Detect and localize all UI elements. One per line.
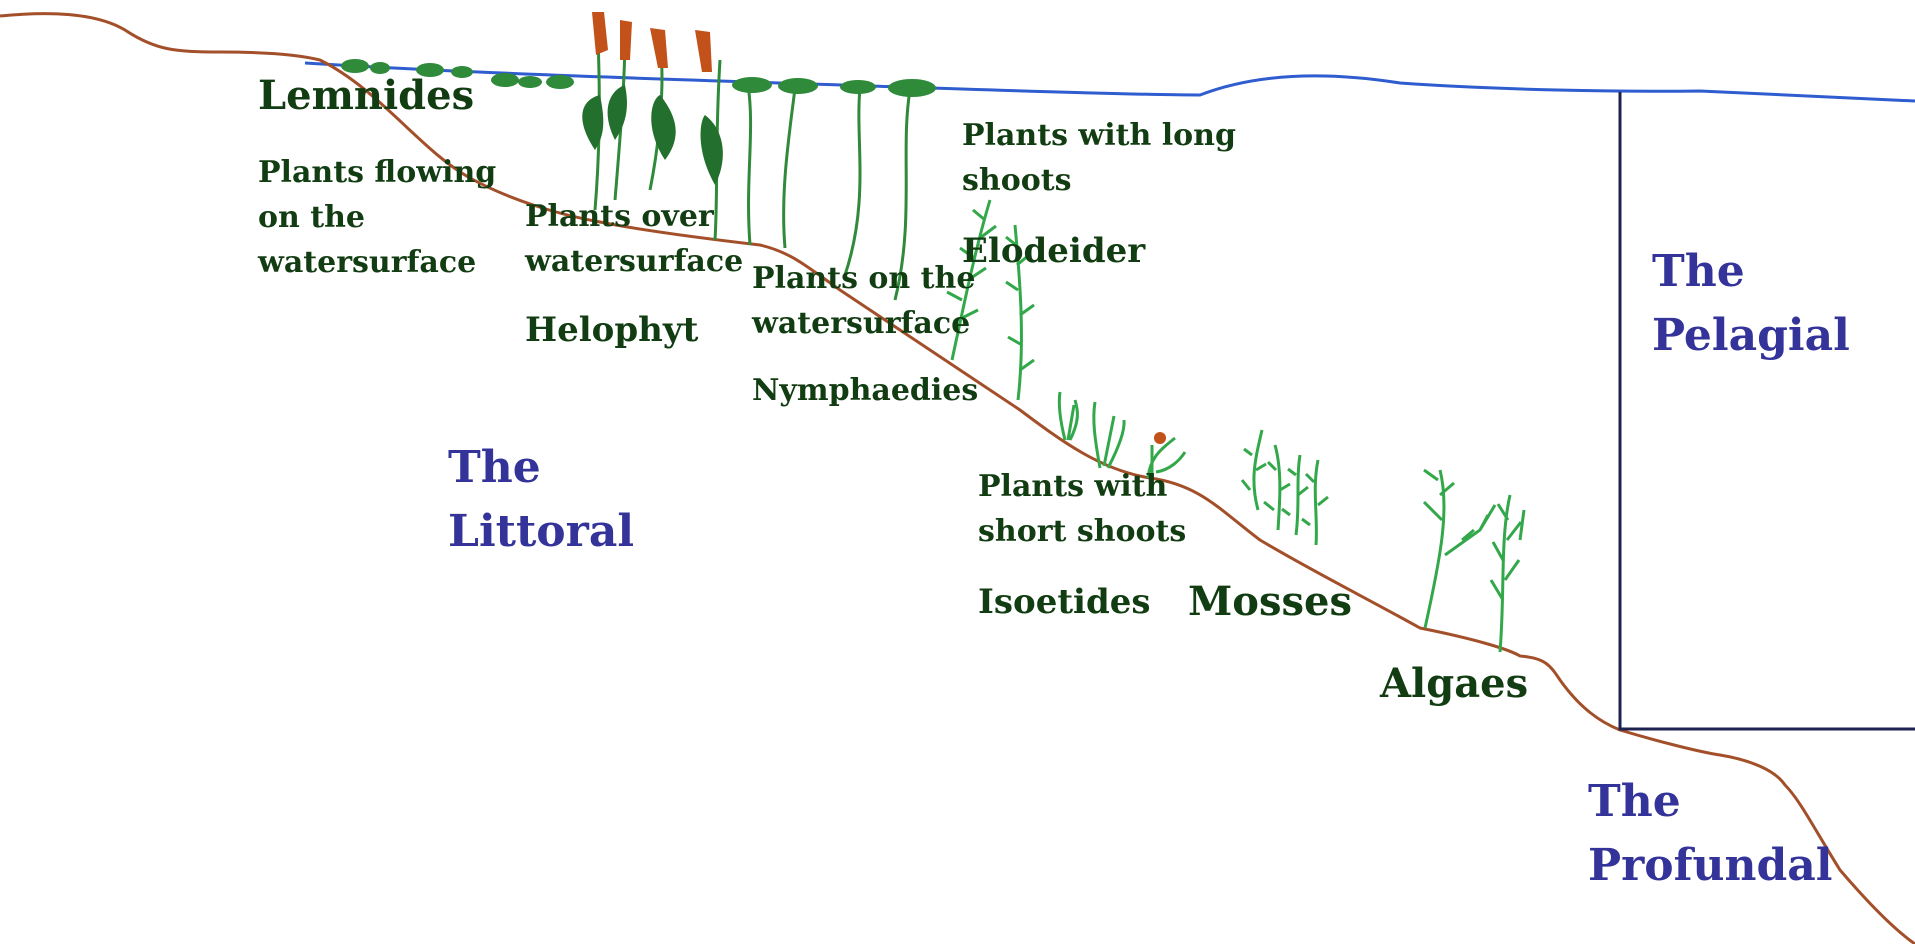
- water-lily-pad: [732, 77, 772, 93]
- pelagial-boundary-line: [1620, 92, 1915, 729]
- algae-plants: [1424, 470, 1524, 652]
- zone-label-line: Pelagial: [1652, 304, 1850, 368]
- zone-littoral-label: The Littoral: [448, 436, 634, 564]
- emergent-leaf: [608, 85, 627, 140]
- algaes-title: Algaes: [1380, 660, 1528, 707]
- zone-label-line: The: [448, 436, 634, 500]
- emergent-leaf: [651, 95, 675, 160]
- floating-leaf: [518, 76, 542, 88]
- description-line: watersurface: [752, 301, 975, 346]
- water-lily-pad: [888, 79, 936, 97]
- description-line: Plants flowing: [258, 150, 496, 195]
- description-line: on the: [258, 195, 496, 240]
- zone-label-line: The: [1588, 770, 1833, 834]
- zone-label-line: Profundal: [1588, 834, 1833, 898]
- zone-label-line: The: [1652, 240, 1850, 304]
- floating-leaf: [341, 59, 369, 73]
- elodeider-description: Plants with long shoots: [962, 113, 1236, 203]
- flower-head: [695, 30, 712, 72]
- description-line: short shoots: [978, 509, 1186, 554]
- flower-head: [1154, 432, 1166, 444]
- description-line: Plants with: [978, 464, 1186, 509]
- zone-pelagial-label: The Pelagial: [1652, 240, 1850, 368]
- floating-leaf: [491, 73, 519, 87]
- description-line: shoots: [962, 158, 1236, 203]
- floating-leaf: [546, 75, 574, 89]
- lemnides-description: Plants flowing on the watersurface: [258, 150, 496, 285]
- water-lily-pad: [778, 78, 818, 94]
- description-line: watersurface: [258, 240, 496, 285]
- zone-profundal-label: The Profundal: [1588, 770, 1833, 898]
- description-line: Plants with long: [962, 113, 1236, 158]
- lemnides-title: Lemnides: [258, 72, 474, 119]
- helophyt-title: Helophyt: [525, 310, 698, 350]
- isoetides-description: Plants with short shoots: [978, 464, 1186, 554]
- flower-head: [650, 28, 668, 68]
- mosses-title: Mosses: [1188, 578, 1352, 625]
- water-lily-pad: [840, 80, 876, 94]
- emergent-leaf: [701, 115, 723, 185]
- description-line: Plants over: [525, 194, 743, 239]
- description-line: watersurface: [525, 239, 743, 284]
- flower-head: [592, 12, 608, 55]
- nymphaedies-description: Plants on the watersurface: [752, 256, 975, 346]
- flower-head: [620, 20, 632, 60]
- zone-label-line: Littoral: [448, 500, 634, 564]
- helophyt-description: Plants over watersurface: [525, 194, 743, 284]
- isoetides-title: Isoetides: [978, 582, 1151, 622]
- elodeider-title: Elodeider: [962, 231, 1145, 271]
- description-line: Plants on the: [752, 256, 975, 301]
- moss-plants: [1242, 430, 1328, 545]
- nymphaedies-title: Nymphaedies: [752, 368, 978, 413]
